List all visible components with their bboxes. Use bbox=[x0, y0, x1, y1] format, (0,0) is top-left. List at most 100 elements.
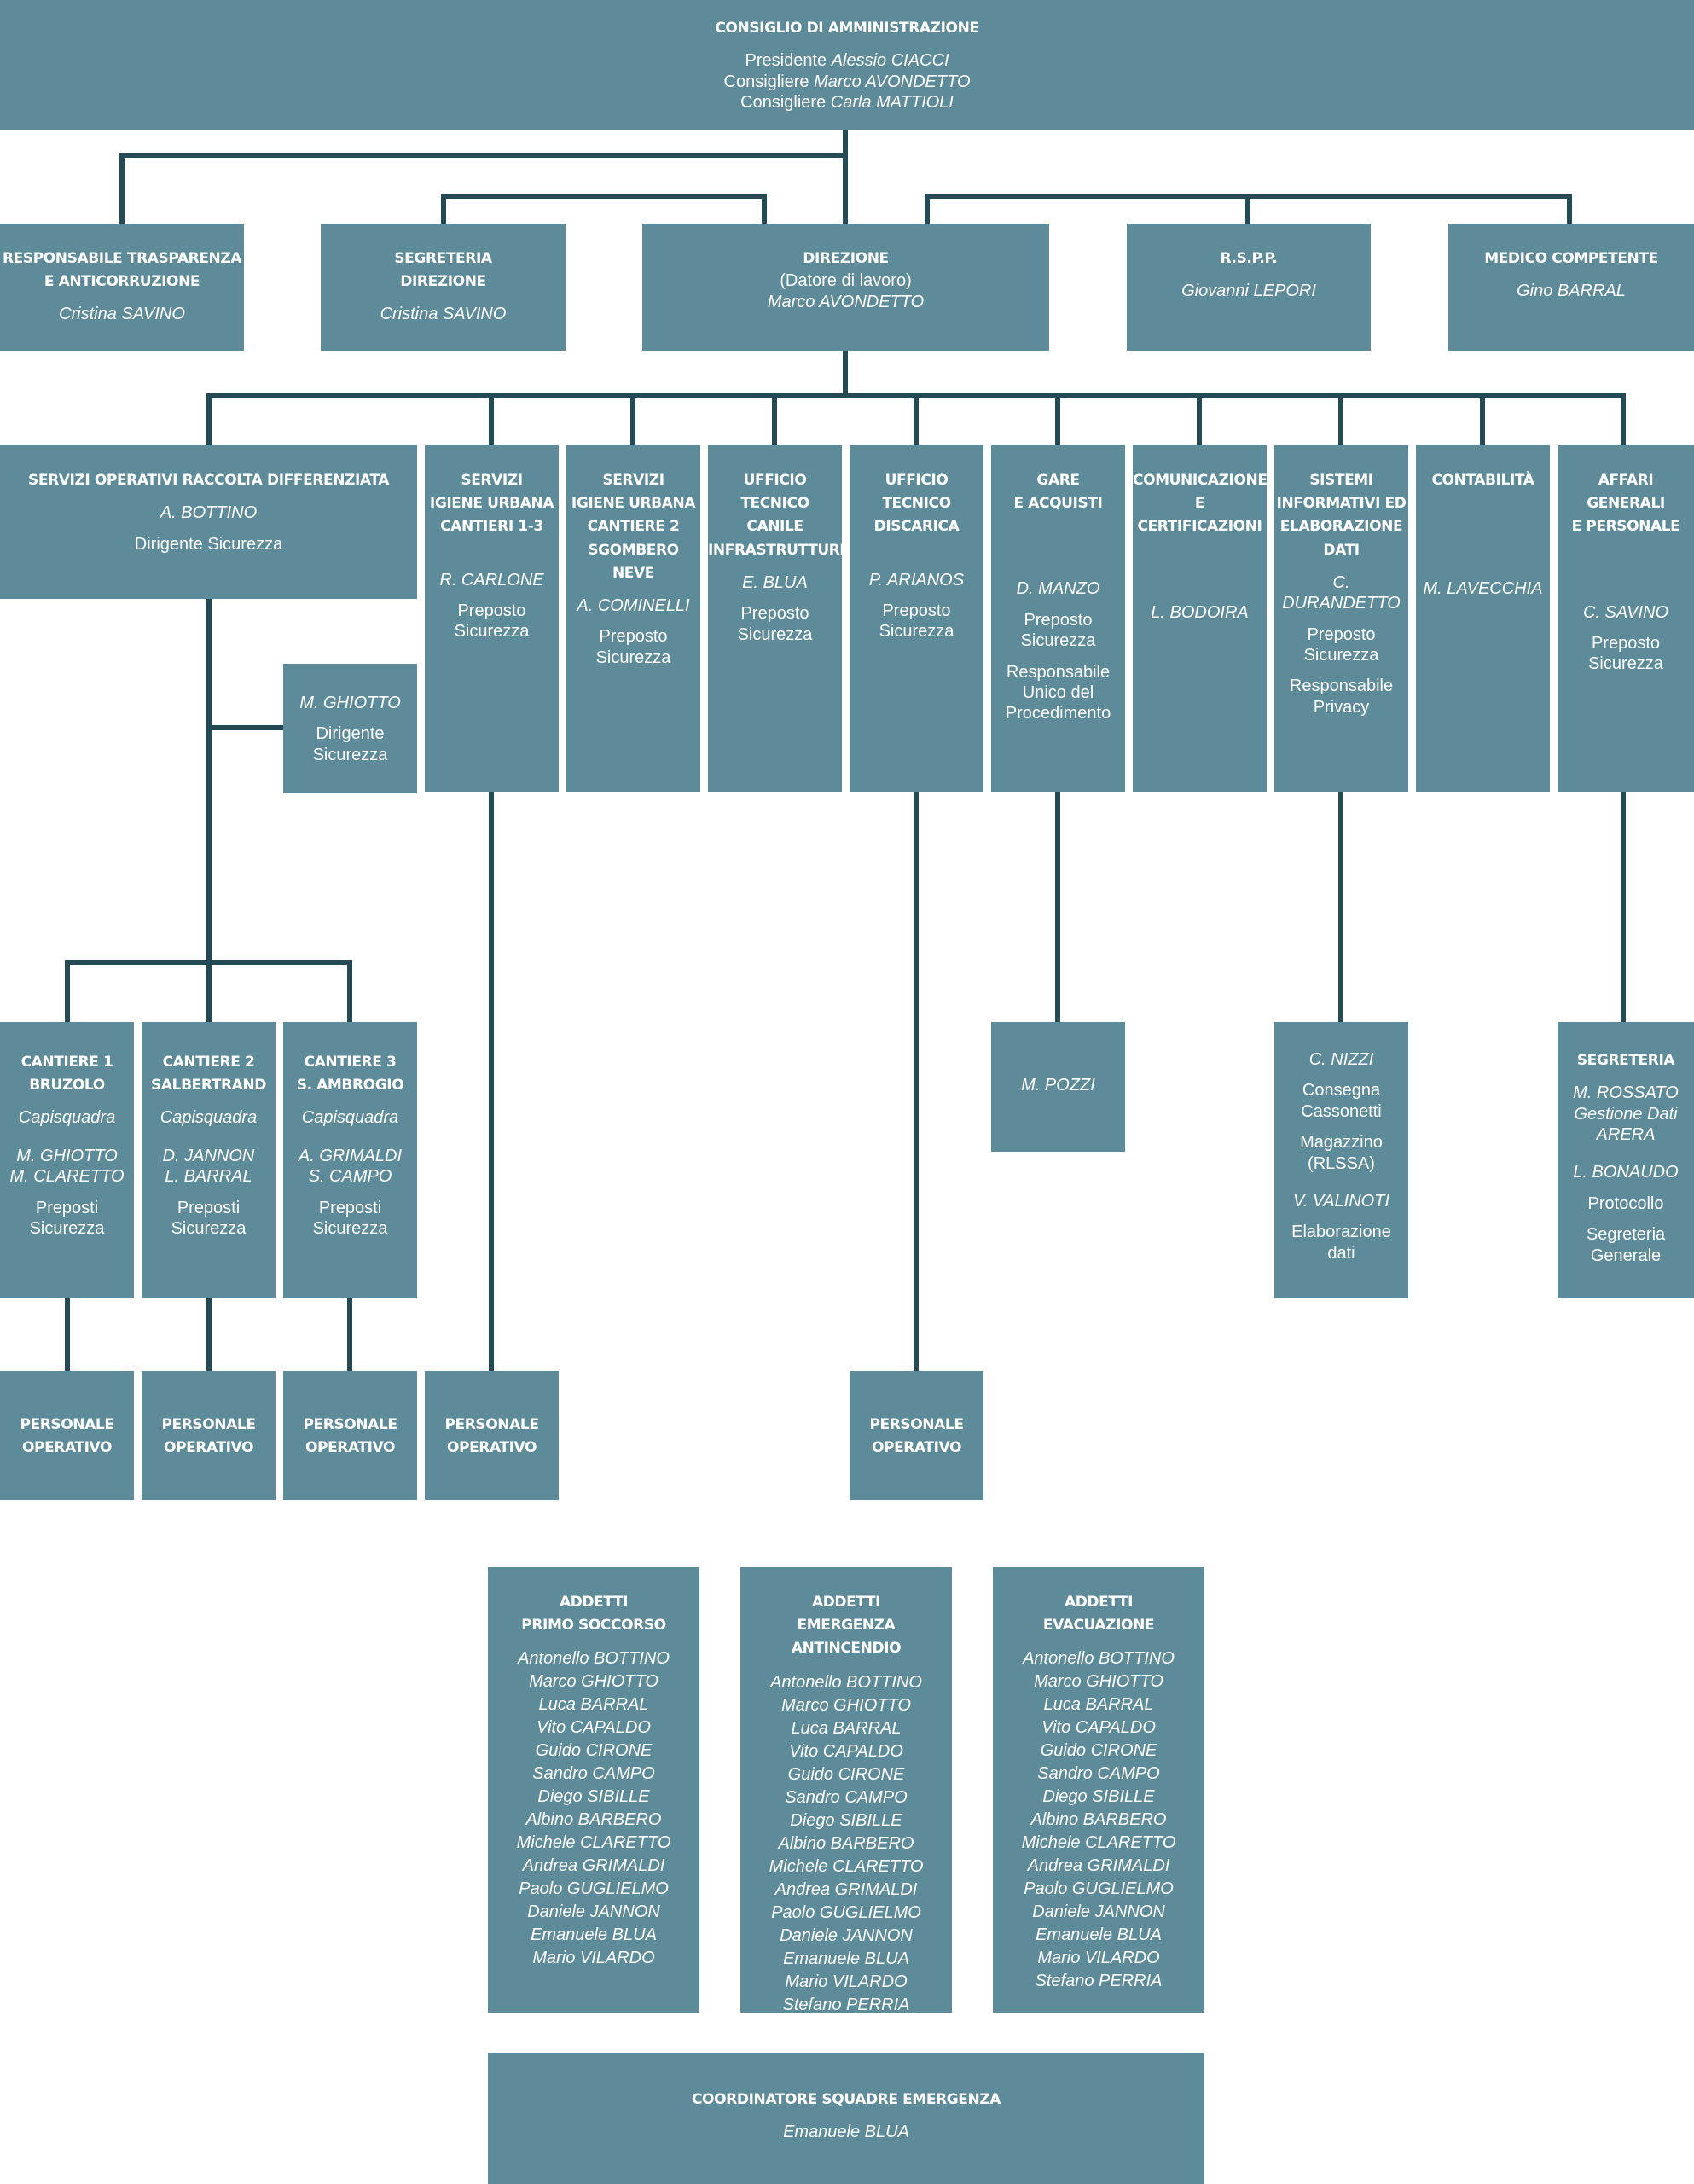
nizzi-role: Consegna Cassonetti bbox=[1301, 1081, 1382, 1121]
segreteria-direzione-box: SEGRETERIA DIREZIONE Cristina SAVINO bbox=[321, 224, 566, 351]
list-item: Emanuele BLUA bbox=[1036, 1926, 1162, 1945]
list-item: Albino BARBERO bbox=[525, 1810, 662, 1830]
list-item: Paolo GUGLIELMO bbox=[771, 1902, 921, 1922]
list-item: Andrea GRIMALDI bbox=[774, 1879, 918, 1899]
discarica-name: P. ARIANOS bbox=[868, 570, 965, 590]
nizzi-magazzino: Magazzino (RLSSA) bbox=[1300, 1133, 1383, 1173]
cantiere-names: A. GRIMALDI S. CAMPO bbox=[298, 1146, 403, 1187]
sistemi-role: Preposto Sicurezza bbox=[1303, 624, 1379, 665]
comunicazione-box: COMUNICAZIONE E CERTIFICAZIONI L. BODOIR… bbox=[1133, 445, 1268, 792]
list-item: Diego SIBILLE bbox=[790, 1810, 902, 1830]
board-title: CONSIGLIO DI AMMINISTRAZIONE bbox=[715, 20, 979, 37]
rspp-box: R.S.P.P. Giovanni LEPORI bbox=[1127, 224, 1371, 351]
canile-box: UFFICIO TECNICO CANILE INFRASTRUTTURE E.… bbox=[708, 445, 850, 792]
list-item: Albino BARBERO bbox=[1030, 1810, 1167, 1830]
trasparenza-name: Cristina SAVINO bbox=[59, 305, 185, 324]
list-item: Sandro CAMPO bbox=[532, 1764, 655, 1784]
cantiere-title: CANTIERE 2 SALBERTRAND bbox=[151, 1054, 266, 1095]
discarica-role: Preposto Sicurezza bbox=[879, 601, 954, 642]
canile-title: UFFICIO TECNICO CANILE INFRASTRUTTURE bbox=[708, 472, 850, 559]
contabilita-name: M. LAVECCHIA bbox=[1423, 579, 1543, 599]
list-item: Daniele JANNON bbox=[780, 1926, 913, 1945]
list-item: Vito CAPALDO bbox=[789, 1741, 903, 1761]
medico-title: MEDICO COMPETENTE bbox=[1484, 250, 1658, 267]
list-item: Mario VILARDO bbox=[785, 1972, 908, 1991]
bonaudo-name: L. BONAUDO bbox=[1573, 1163, 1679, 1182]
primo-soccorso-title: ADDETTI PRIMO SOCCORSO bbox=[521, 1594, 666, 1635]
personale-title: PERSONALE OPERATIVO bbox=[303, 1416, 397, 1457]
discarica-box: UFFICIO TECNICO DISCARICA P. ARIANOS Pre… bbox=[850, 445, 983, 792]
affari-title: AFFARI GENERALI E PERSONALE bbox=[1571, 472, 1680, 536]
segreteria-ag-title: SEGRETERIA bbox=[1576, 1052, 1675, 1069]
segreteria-ag-box: SEGRETERIA M. ROSSATO Gestione Dati ARER… bbox=[1558, 1022, 1694, 1298]
direzione-subtitle: (Datore di lavoro) bbox=[780, 271, 912, 291]
list-item: Sandro CAMPO bbox=[1037, 1764, 1160, 1784]
evacuazione-list: Antonello BOTTINO Marco GHIOTTO Luca BAR… bbox=[993, 1647, 1204, 1993]
list-item: Diego SIBILLE bbox=[537, 1787, 650, 1807]
igiene1-name: R. CARLONE bbox=[439, 570, 544, 590]
ghiotto-name: M. GHIOTTO bbox=[299, 694, 401, 712]
cantiere-title: CANTIERE 3 S. AMBROGIO bbox=[296, 1054, 404, 1095]
igiene2-box: SERVIZI IGIENE URBANA CANTIERE 2 SGOMBER… bbox=[566, 445, 700, 792]
cantiere-role: Preposti Sicurezza bbox=[312, 1198, 388, 1238]
personale-box: PERSONALE OPERATIVO bbox=[283, 1371, 417, 1500]
list-item: Emanuele BLUA bbox=[783, 1949, 909, 1968]
personale-box: PERSONALE OPERATIVO bbox=[0, 1371, 134, 1500]
sistemi-title: SISTEMI INFORMATIVI ED ELABORAZIONE DATI bbox=[1276, 472, 1407, 559]
raccolta-box: SERVIZI OPERATIVI RACCOLTA DIFFERENZIATA… bbox=[0, 445, 417, 599]
cantiere-capisquadra-label: Capisquadra bbox=[160, 1108, 258, 1128]
personale-title: PERSONALE OPERATIVO bbox=[869, 1416, 964, 1457]
list-item: Mario VILARDO bbox=[532, 1949, 655, 1968]
primo-soccorso-box: ADDETTI PRIMO SOCCORSO Antonello BOTTINO… bbox=[488, 1567, 699, 2013]
primo-soccorso-list: Antonello BOTTINO Marco GHIOTTO Luca BAR… bbox=[488, 1647, 699, 1970]
personale-box: PERSONALE OPERATIVO bbox=[850, 1371, 983, 1500]
board-member-name: Marco AVONDETTO bbox=[814, 72, 971, 91]
rossato-name: M. ROSSATO bbox=[1573, 1083, 1679, 1103]
coordinatore-box: COORDINATORE SQUADRE EMERGENZA Emanuele … bbox=[488, 2053, 1204, 2184]
antincendio-list: Antonello BOTTINO Marco GHIOTTO Luca BAR… bbox=[740, 1671, 952, 2017]
bonaudo-protocollo: Protocollo bbox=[1587, 1194, 1664, 1213]
list-item: Antonello BOTTINO bbox=[770, 1672, 922, 1692]
gare-title: GARE E ACQUISTI bbox=[1013, 472, 1103, 513]
igiene2-role: Preposto Sicurezza bbox=[595, 627, 671, 667]
list-item: Michele CLARETTO bbox=[769, 1856, 924, 1876]
trasparenza-title: RESPONSABILE TRASPARENZA E ANTICORRUZION… bbox=[2, 250, 242, 291]
canile-name: E. BLUA bbox=[742, 572, 808, 592]
list-item: Marco GHIOTTO bbox=[529, 1672, 658, 1692]
medico-name: Gino BARRAL bbox=[1517, 282, 1626, 301]
direzione-box: DIREZIONE (Datore di lavoro) Marco AVOND… bbox=[642, 224, 1049, 351]
antincendio-box: ADDETTI EMERGENZA ANTINCENDIO Antonello … bbox=[740, 1567, 952, 2014]
sistemi-box: SISTEMI INFORMATIVI ED ELABORAZIONE DATI… bbox=[1274, 445, 1408, 792]
direzione-name: Marco AVONDETTO bbox=[767, 292, 925, 311]
igiene1-role: Preposto Sicurezza bbox=[454, 601, 530, 642]
raccolta-title: SERVIZI OPERATIVI RACCOLTA DIFFERENZIATA bbox=[28, 472, 389, 489]
list-item: Mario VILARDO bbox=[1037, 1949, 1160, 1968]
igiene1-title: SERVIZI IGIENE URBANA CANTIERI 1-3 bbox=[429, 472, 554, 536]
cantiere-capisquadra-label: Capisquadra bbox=[301, 1108, 399, 1128]
cantiere-role: Preposti Sicurezza bbox=[171, 1198, 247, 1238]
list-item: Daniele JANNON bbox=[1032, 1902, 1165, 1922]
list-item: Luca BARRAL bbox=[791, 1718, 902, 1738]
canile-role: Preposto Sicurezza bbox=[737, 604, 813, 644]
list-item: Andrea GRIMALDI bbox=[1027, 1856, 1170, 1876]
list-item: Antonello BOTTINO bbox=[518, 1649, 670, 1669]
list-item: Vito CAPALDO bbox=[1041, 1718, 1156, 1738]
list-item: Antonello BOTTINO bbox=[1023, 1649, 1175, 1669]
discarica-title: UFFICIO TECNICO DISCARICA bbox=[873, 472, 960, 536]
evacuazione-title: ADDETTI EVACUAZIONE bbox=[1042, 1594, 1155, 1635]
evacuazione-box: ADDETTI EVACUAZIONE Antonello BOTTINO Ma… bbox=[993, 1567, 1204, 2013]
coordinatore-title: COORDINATORE SQUADRE EMERGENZA bbox=[691, 2091, 1001, 2108]
sistemi-privacy: Responsabile Privacy bbox=[1289, 677, 1394, 717]
raccolta-role: Dirigente Sicurezza bbox=[134, 534, 283, 554]
list-item: Diego SIBILLE bbox=[1042, 1787, 1155, 1807]
board-member: Consigliere Marco AVONDETTO bbox=[0, 72, 1694, 92]
pozzi-box: M. POZZI bbox=[991, 1022, 1125, 1152]
nizzi-box: C. NIZZI Consegna Cassonetti Magazzino (… bbox=[1274, 1022, 1408, 1298]
list-item: Luca BARRAL bbox=[1043, 1695, 1154, 1715]
list-item: Vito CAPALDO bbox=[537, 1718, 651, 1738]
igiene2-name: A. COMINELLI bbox=[577, 595, 690, 615]
personale-title: PERSONALE OPERATIVO bbox=[161, 1416, 256, 1457]
segreteria-direzione-name: Cristina SAVINO bbox=[380, 305, 507, 324]
cantiere-role: Preposti Sicurezza bbox=[29, 1198, 105, 1238]
